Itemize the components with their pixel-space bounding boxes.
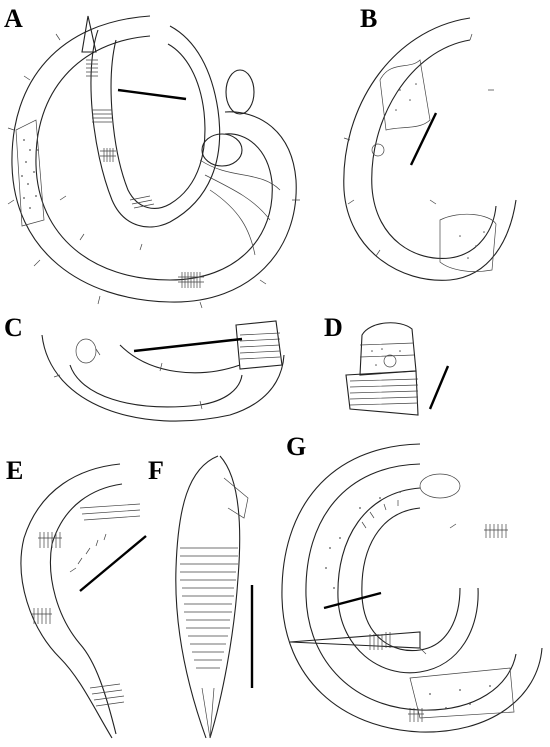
stipple-patch (15, 119, 45, 227)
panel-g-drawing (281, 443, 543, 733)
body-outline-inner (209, 455, 241, 739)
head-region (359, 322, 417, 376)
panel-f-drawing (175, 455, 254, 739)
body-outline-inner (35, 35, 273, 281)
panel-b-drawing (343, 17, 517, 281)
panel-e-drawing (20, 463, 147, 739)
body-outline-outer (281, 443, 543, 733)
panel-label-e: E (6, 456, 24, 485)
body-outline-inner (305, 463, 517, 711)
scale-bar-e (79, 535, 147, 592)
panel-b: B (320, 0, 545, 300)
head-region (81, 15, 97, 53)
panel-label-a: A (4, 4, 23, 33)
stipple-fill-d (371, 348, 401, 366)
head-region (289, 631, 421, 649)
scale-bar-c (133, 337, 243, 353)
panel-label-b: B (360, 4, 378, 33)
scale-bar-b (409, 112, 438, 166)
body-outline-outer (41, 334, 285, 422)
scale-bar-g (323, 591, 382, 610)
panel-label-g: G (286, 432, 307, 461)
body-outline-outer (175, 455, 219, 739)
body-outline-outer (11, 15, 297, 303)
panel-d-drawing (345, 322, 450, 416)
body-outline-inner (371, 39, 497, 260)
head-region (235, 320, 283, 370)
panel-e: E (0, 448, 160, 747)
scale-bar-a (117, 88, 187, 101)
body-outline-outer (343, 17, 517, 281)
body-outline-inner (119, 344, 241, 374)
panel-g: G (270, 428, 550, 747)
body-outline-inner (49, 483, 123, 735)
panel-c: C (0, 305, 310, 445)
panel-label-d: D (324, 313, 343, 342)
panel-f: F (148, 448, 273, 747)
panel-c-drawing (41, 320, 285, 422)
panel-a-drawing (7, 15, 300, 309)
panel-label-c: C (4, 313, 23, 342)
body-outline-outer (20, 463, 121, 739)
panel-label-f: F (148, 456, 164, 485)
stipple-fill-g (325, 491, 491, 709)
panel-a: A (0, 0, 310, 310)
scale-bar-d (428, 365, 450, 410)
stipple-fill-b (395, 83, 485, 259)
panel-d: D (320, 305, 545, 445)
